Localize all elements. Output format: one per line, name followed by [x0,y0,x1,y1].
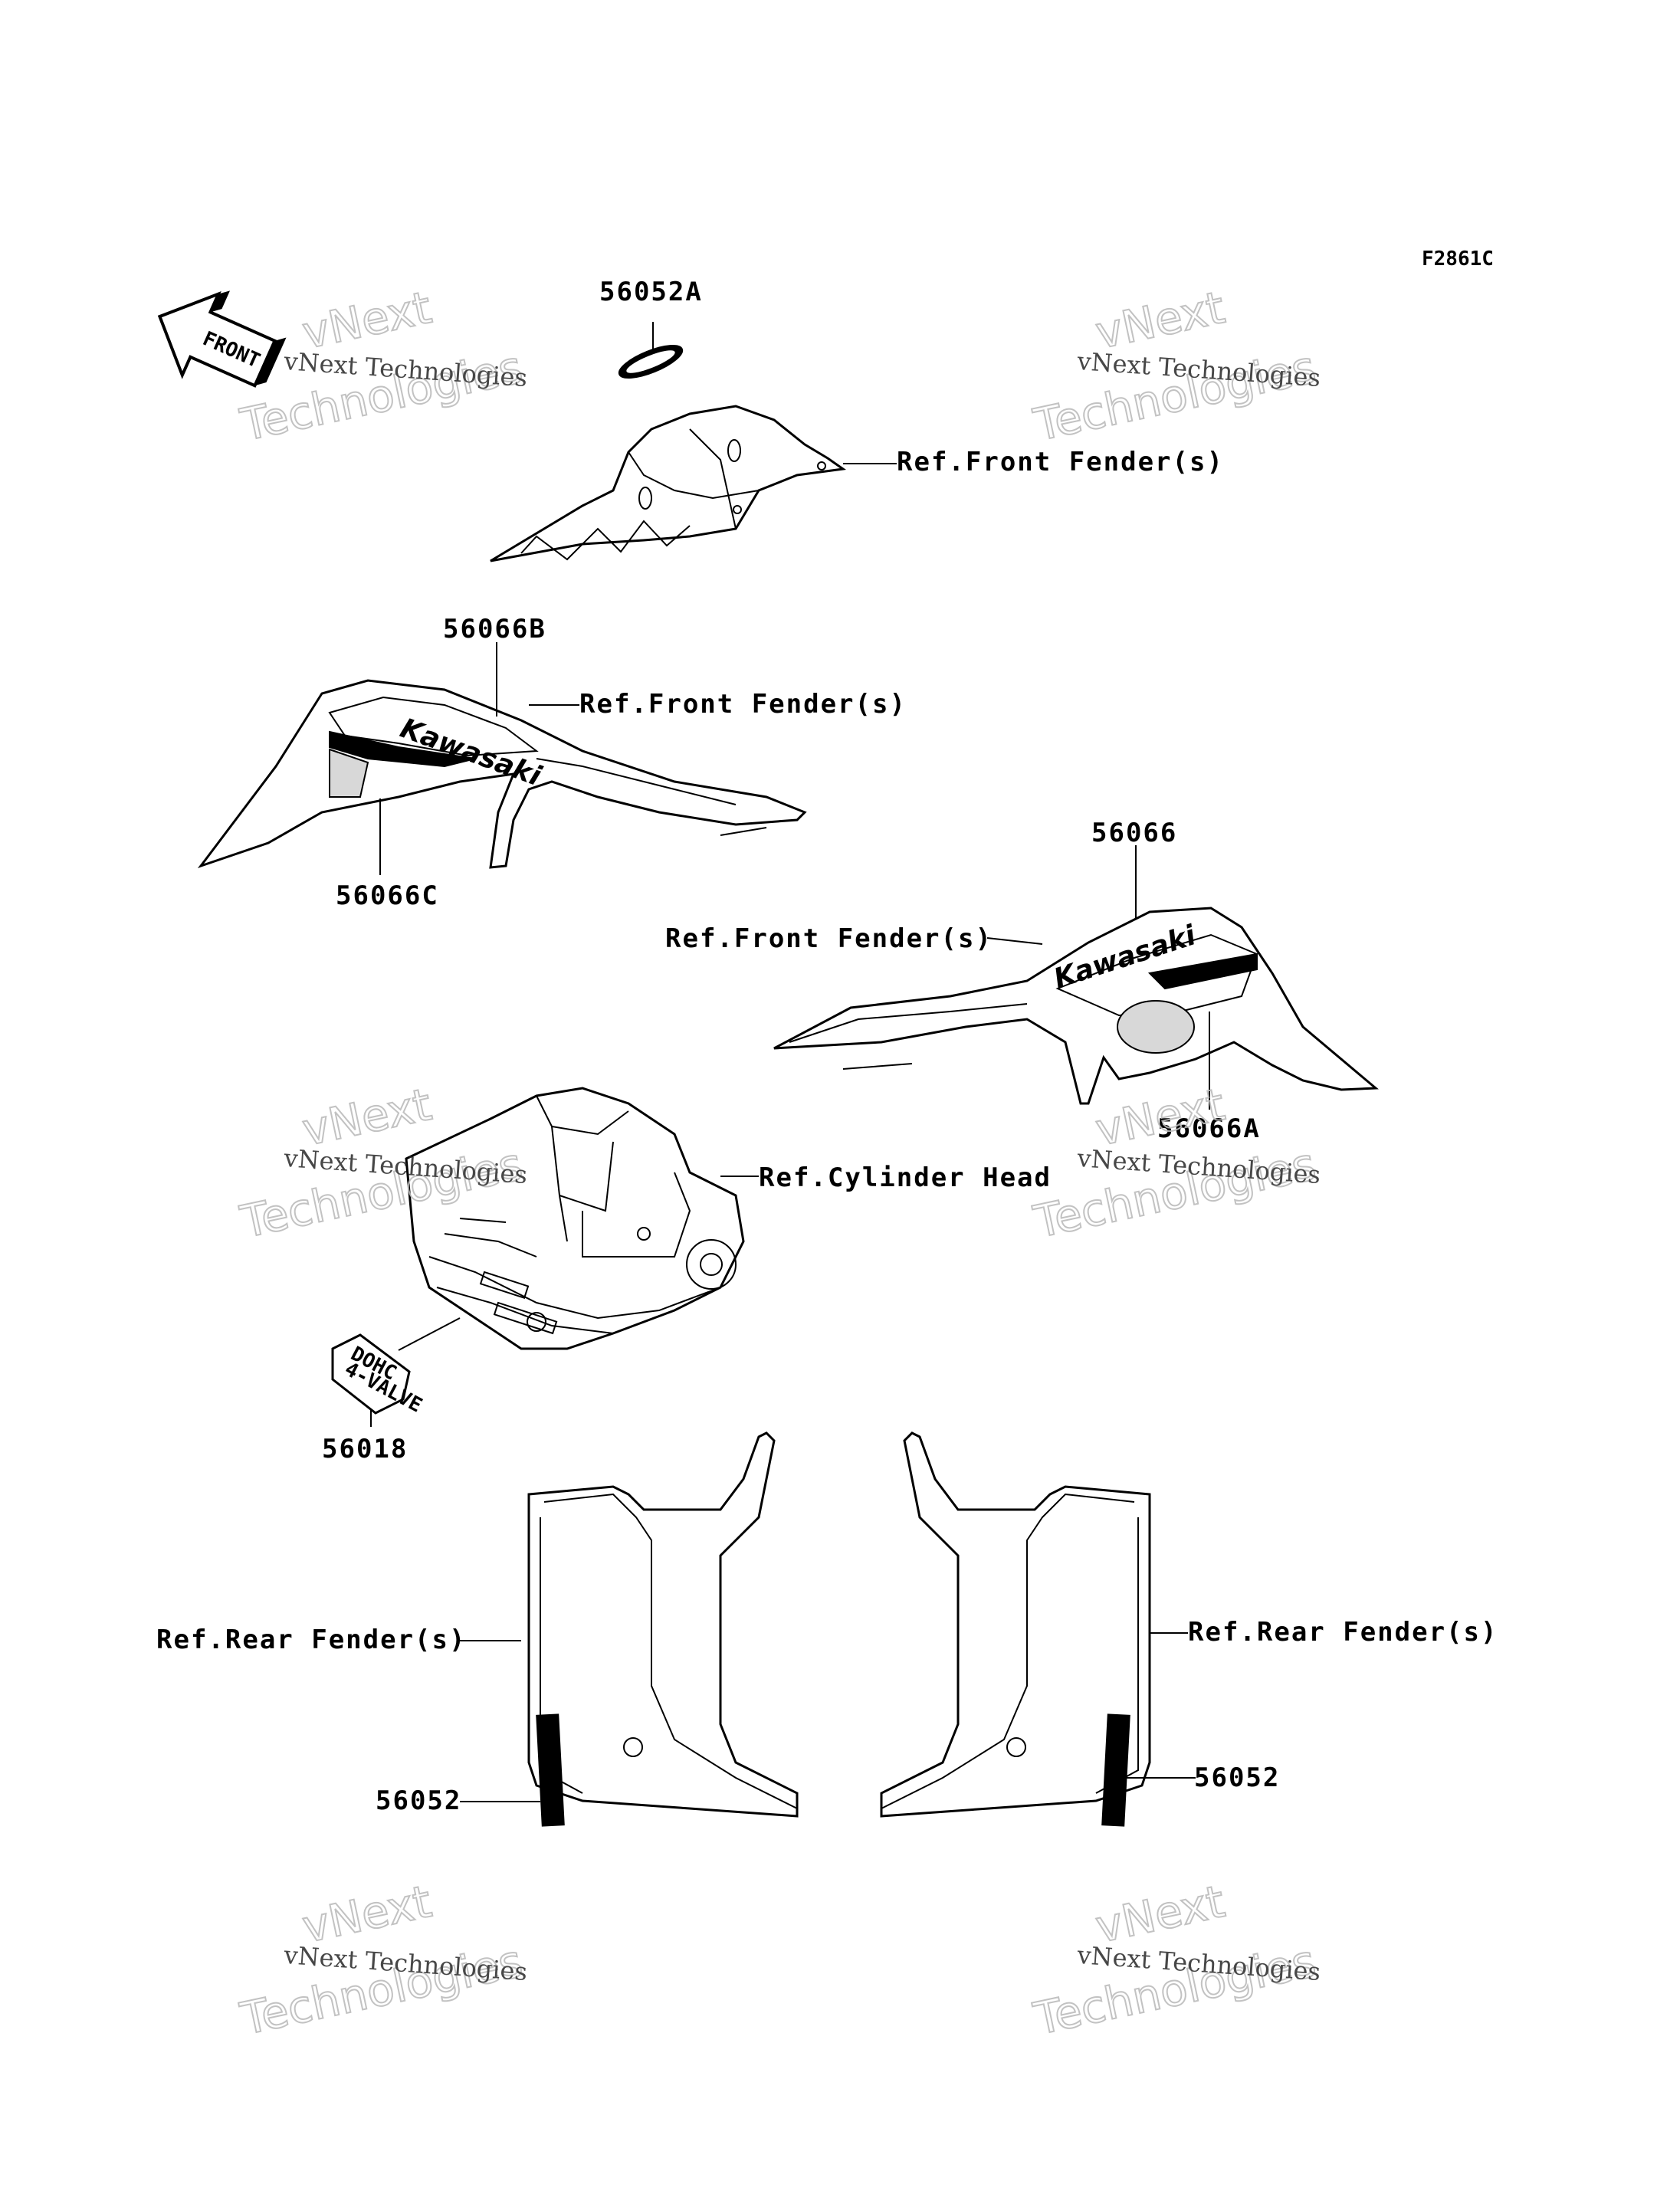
rear-fender-right: Ref.Rear Fender(s) 56052 [880,1431,1498,1827]
front-fender-top: 56052A Ref.Front Fender(s) [490,277,1224,562]
front-fender-left: Kawasaki 56066B Ref.Front Fender(s) 5606… [197,614,907,911]
ref-front-fender-c: Ref.Front Fender(s) [665,923,993,954]
watermark-mid-left-a: vNext [298,1078,436,1156]
decal-56052-right [1101,1713,1130,1827]
part-no-56066b: 56066B [443,614,546,644]
watermark-mid-right-a: vNext [1091,1078,1229,1156]
ref-front-fender-b: Ref.Front Fender(s) [579,689,907,720]
ref-rear-fender-left: Ref.Rear Fender(s) [156,1625,466,1655]
ref-cylinder-head: Ref.Cylinder Head [759,1162,1052,1193]
ref-front-fender-a: Ref.Front Fender(s) [897,447,1224,477]
watermark-top-right-a: vNext [1091,281,1229,359]
decal-56052-left [536,1713,565,1827]
rear-fender-left: Ref.Rear Fender(s) 56052 [156,1431,799,1827]
part-no-56066c: 56066C [336,880,439,911]
part-no-56066: 56066 [1091,818,1177,848]
watermark-top-left-a: vNext [298,281,436,359]
part-no-56018: 56018 [322,1434,408,1464]
figure-id: F2861C [1422,248,1494,271]
watermark-group: vNext Technologies vNext Technologies vN… [235,280,1321,2046]
part-no-56052a: 56052A [599,277,703,307]
decal-56018: DOHC 4-VALVE [331,1333,426,1418]
watermark-bottom-right-a: vNext [1091,1875,1229,1953]
part-no-56052-right: 56052 [1194,1763,1280,1793]
front-fender-right: Kawasaki 56066 Ref.Front Fender(s) 56066… [665,818,1379,1144]
ref-rear-fender-right: Ref.Rear Fender(s) [1188,1617,1498,1648]
front-arrow-icon: FRONT [157,290,287,388]
cylinder-head: DOHC 4-VALVE Ref.Cylinder Head 56018 [322,1087,1052,1464]
part-no-56066a: 56066A [1157,1113,1261,1144]
watermark-bottom-left-a: vNext [298,1875,436,1953]
part-no-56052-left: 56052 [376,1785,461,1816]
